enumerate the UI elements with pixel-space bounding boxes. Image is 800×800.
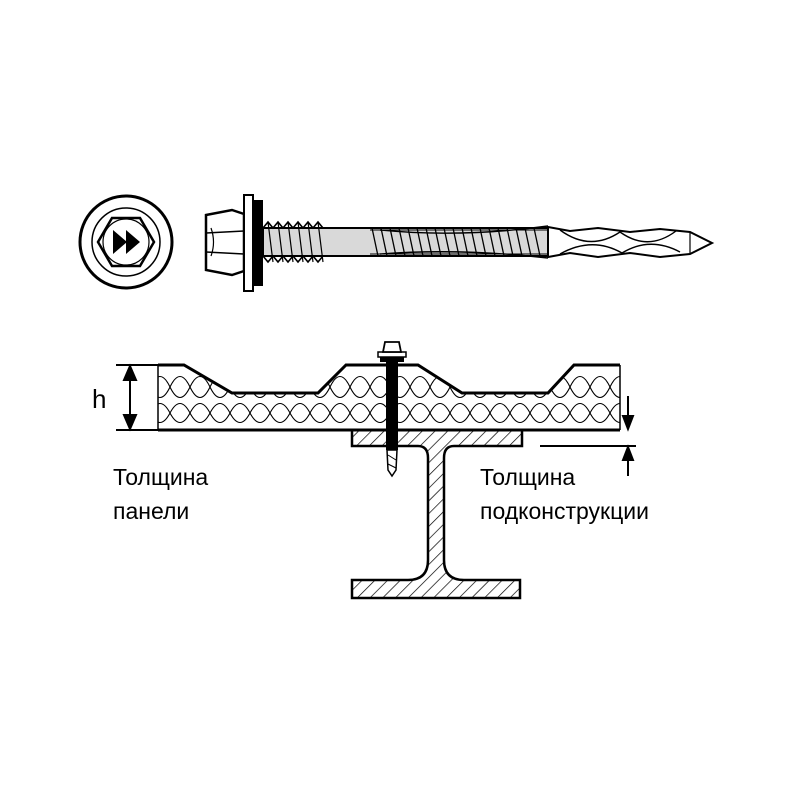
- upper-thread: [262, 220, 324, 264]
- epdm-seal: [253, 200, 263, 286]
- height-label: h: [92, 384, 107, 414]
- screw-hex-head: [204, 208, 246, 277]
- panel-thickness-label-line1: Толщина: [113, 464, 209, 490]
- i-beam-substructure: [350, 428, 524, 600]
- panel-height-dimension: [116, 363, 158, 432]
- fast-forward-icon: [113, 230, 140, 254]
- substructure-thickness-label-line1: Толщина: [480, 464, 576, 490]
- substructure-thickness-dimension: [540, 396, 636, 476]
- screw-side-view: [204, 194, 715, 292]
- installed-screw: [377, 341, 407, 478]
- screw-washer: [243, 194, 254, 292]
- substructure-thickness-label-line2: подконструкции: [480, 498, 649, 524]
- panel-thickness-label-line2: панели: [113, 498, 190, 524]
- lower-thread: [370, 225, 549, 259]
- screw-head-top-view: [78, 194, 174, 290]
- hex-head-chamfer: [102, 218, 150, 266]
- panel-top-skin: [158, 363, 620, 395]
- drill-tip: [547, 225, 715, 259]
